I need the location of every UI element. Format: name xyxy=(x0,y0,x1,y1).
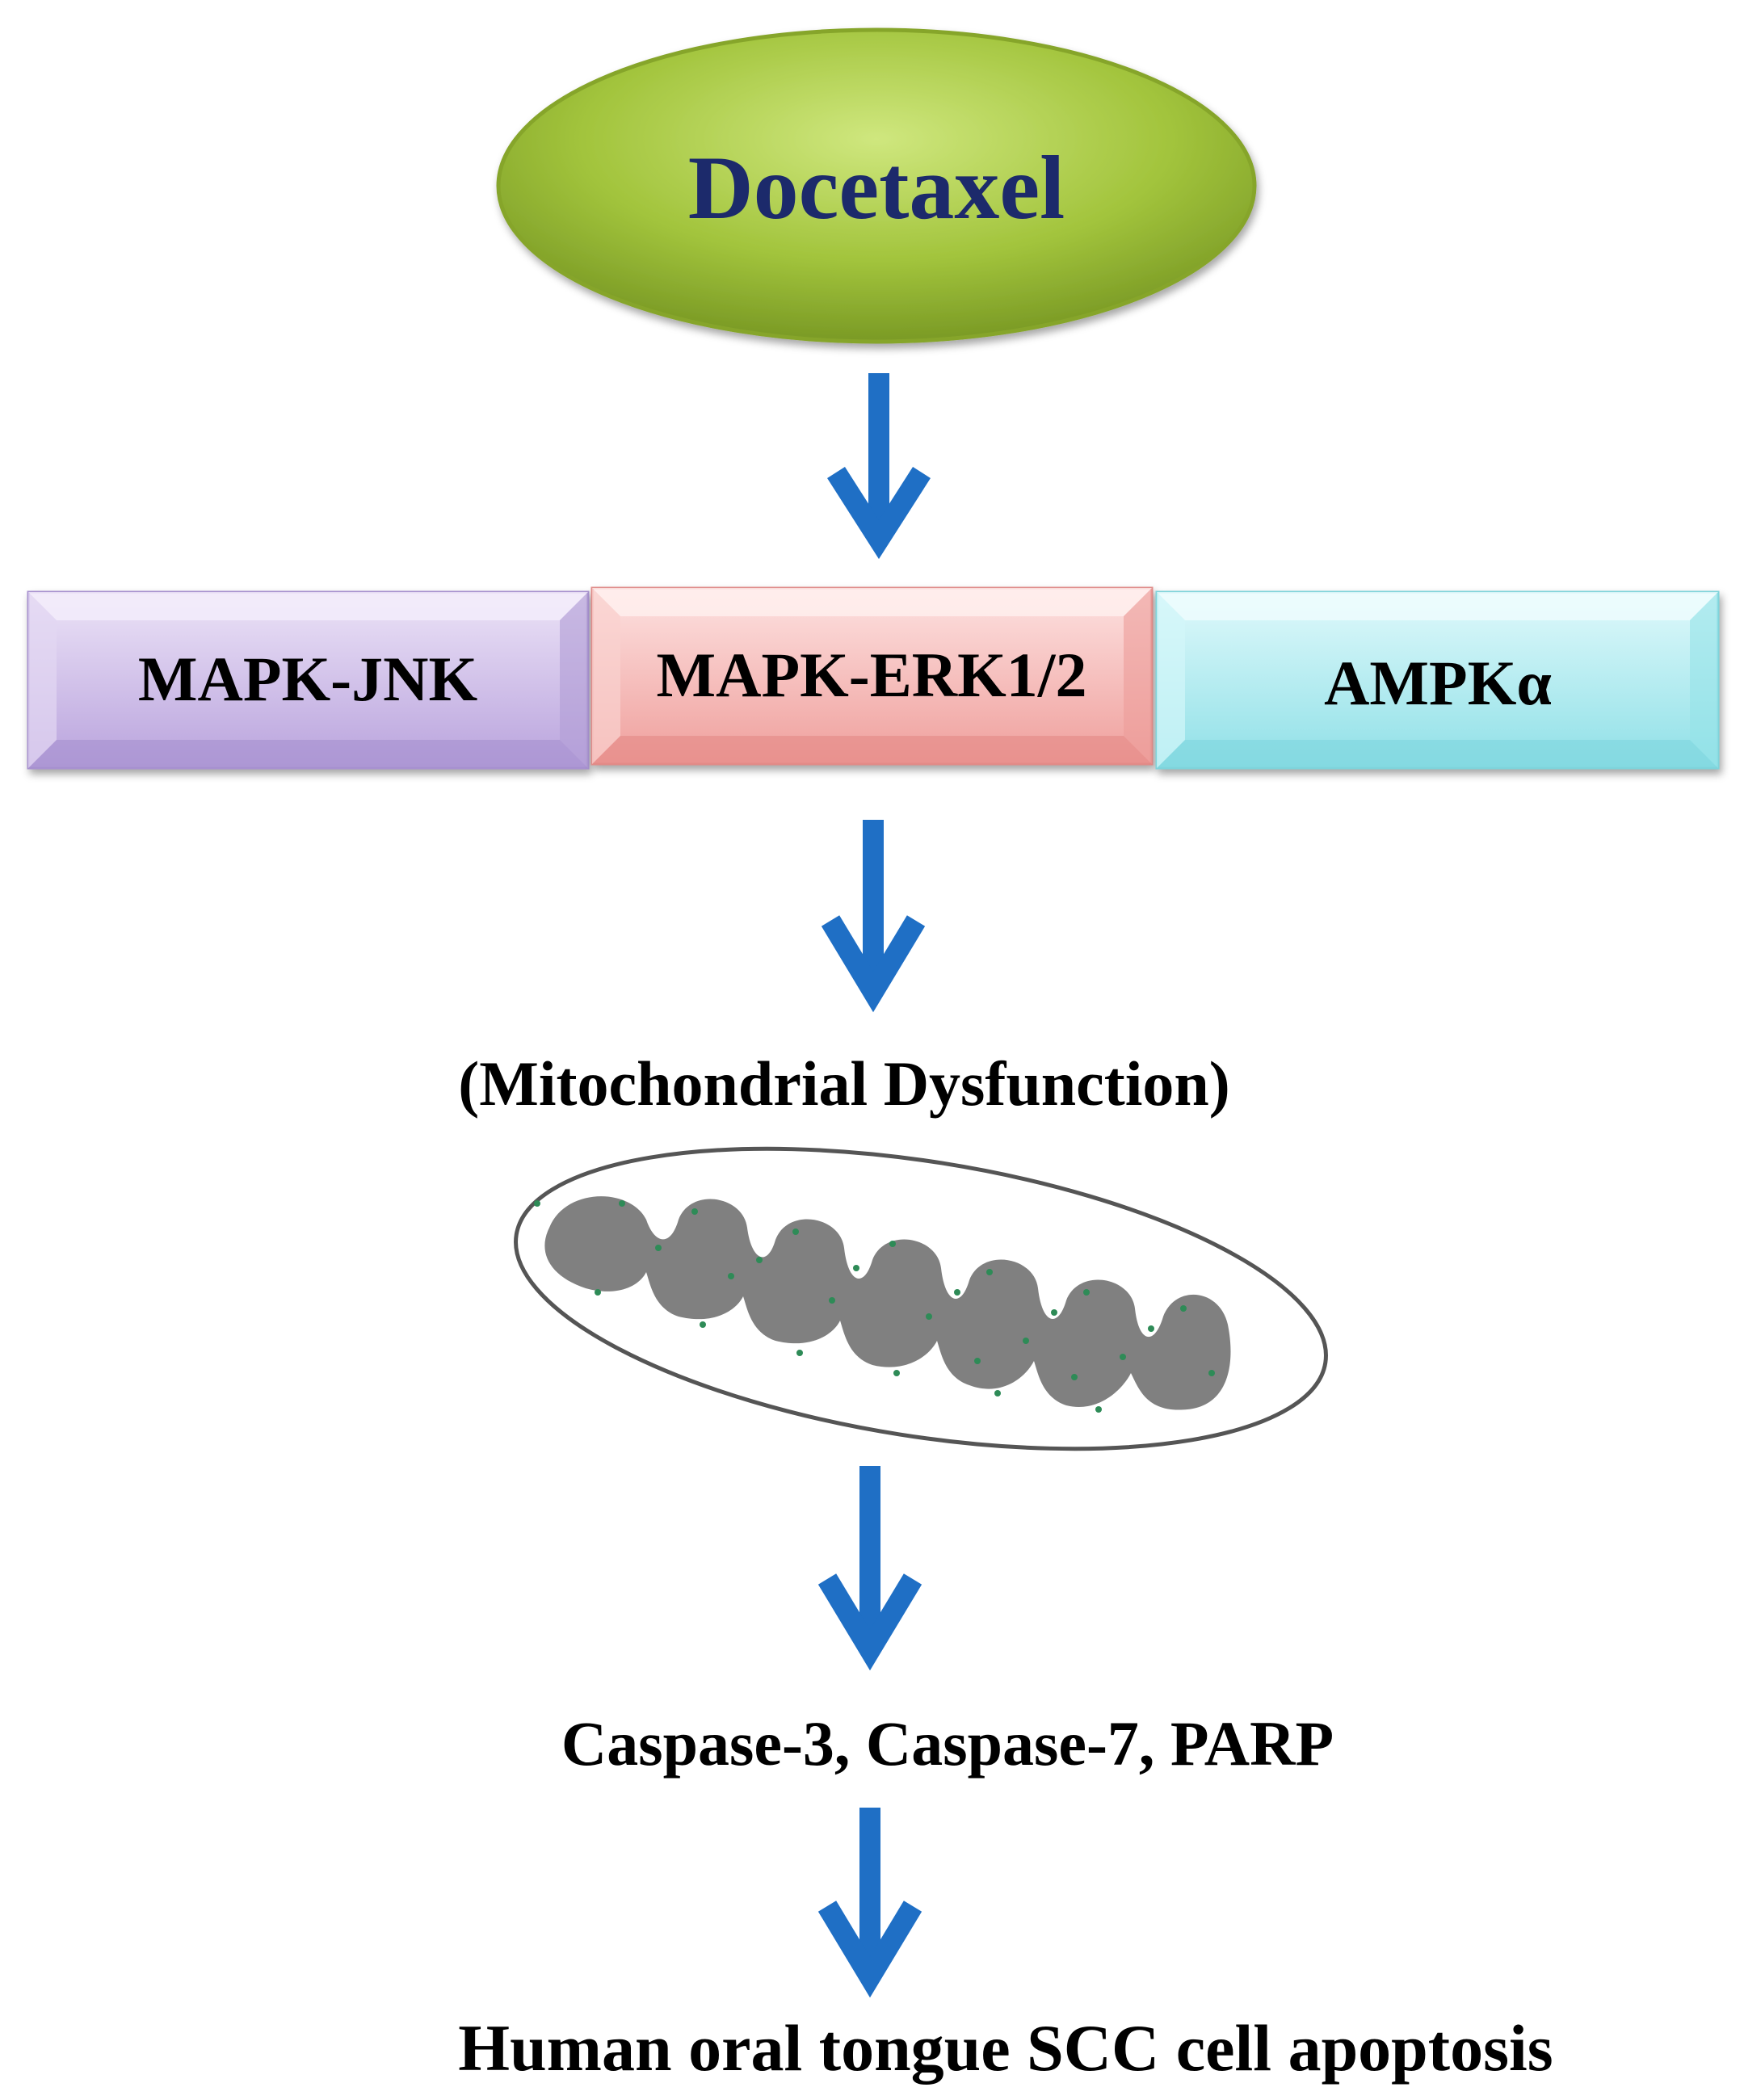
pathway-label-erk: MAPK-ERK1/2 xyxy=(657,640,1087,710)
caspases-label: Caspase-3, Caspase-7, PARP xyxy=(561,1708,1334,1779)
drug-ellipse xyxy=(496,27,1257,344)
pathway-label-jnk: MAPK-JNK xyxy=(138,644,478,714)
pathway-row: MAPK-JNK MAPK-ERK1/2 AMPKα xyxy=(27,586,1720,770)
pathway-box-ampk xyxy=(1155,590,1720,770)
pathway-box-jnk xyxy=(27,590,590,770)
drug-node: Docetaxel xyxy=(496,27,1257,344)
arrow-down-icon xyxy=(817,1808,922,1998)
pathway-box-erk xyxy=(590,586,1154,766)
mitochondria-label: (Mitochondrial Dysfunction) xyxy=(458,1048,1230,1119)
arrow-down-icon xyxy=(827,373,931,560)
outcome-label: Human oral tongue SCC cell apoptosis xyxy=(458,2011,1553,2085)
mitochondrion-icon xyxy=(514,1146,1328,1451)
pathway-label-ampk: AMPKα xyxy=(1324,648,1552,718)
drug-label: Docetaxel xyxy=(688,138,1065,238)
arrow-down-icon xyxy=(821,820,926,1013)
arrow-down-icon xyxy=(817,1466,922,1671)
